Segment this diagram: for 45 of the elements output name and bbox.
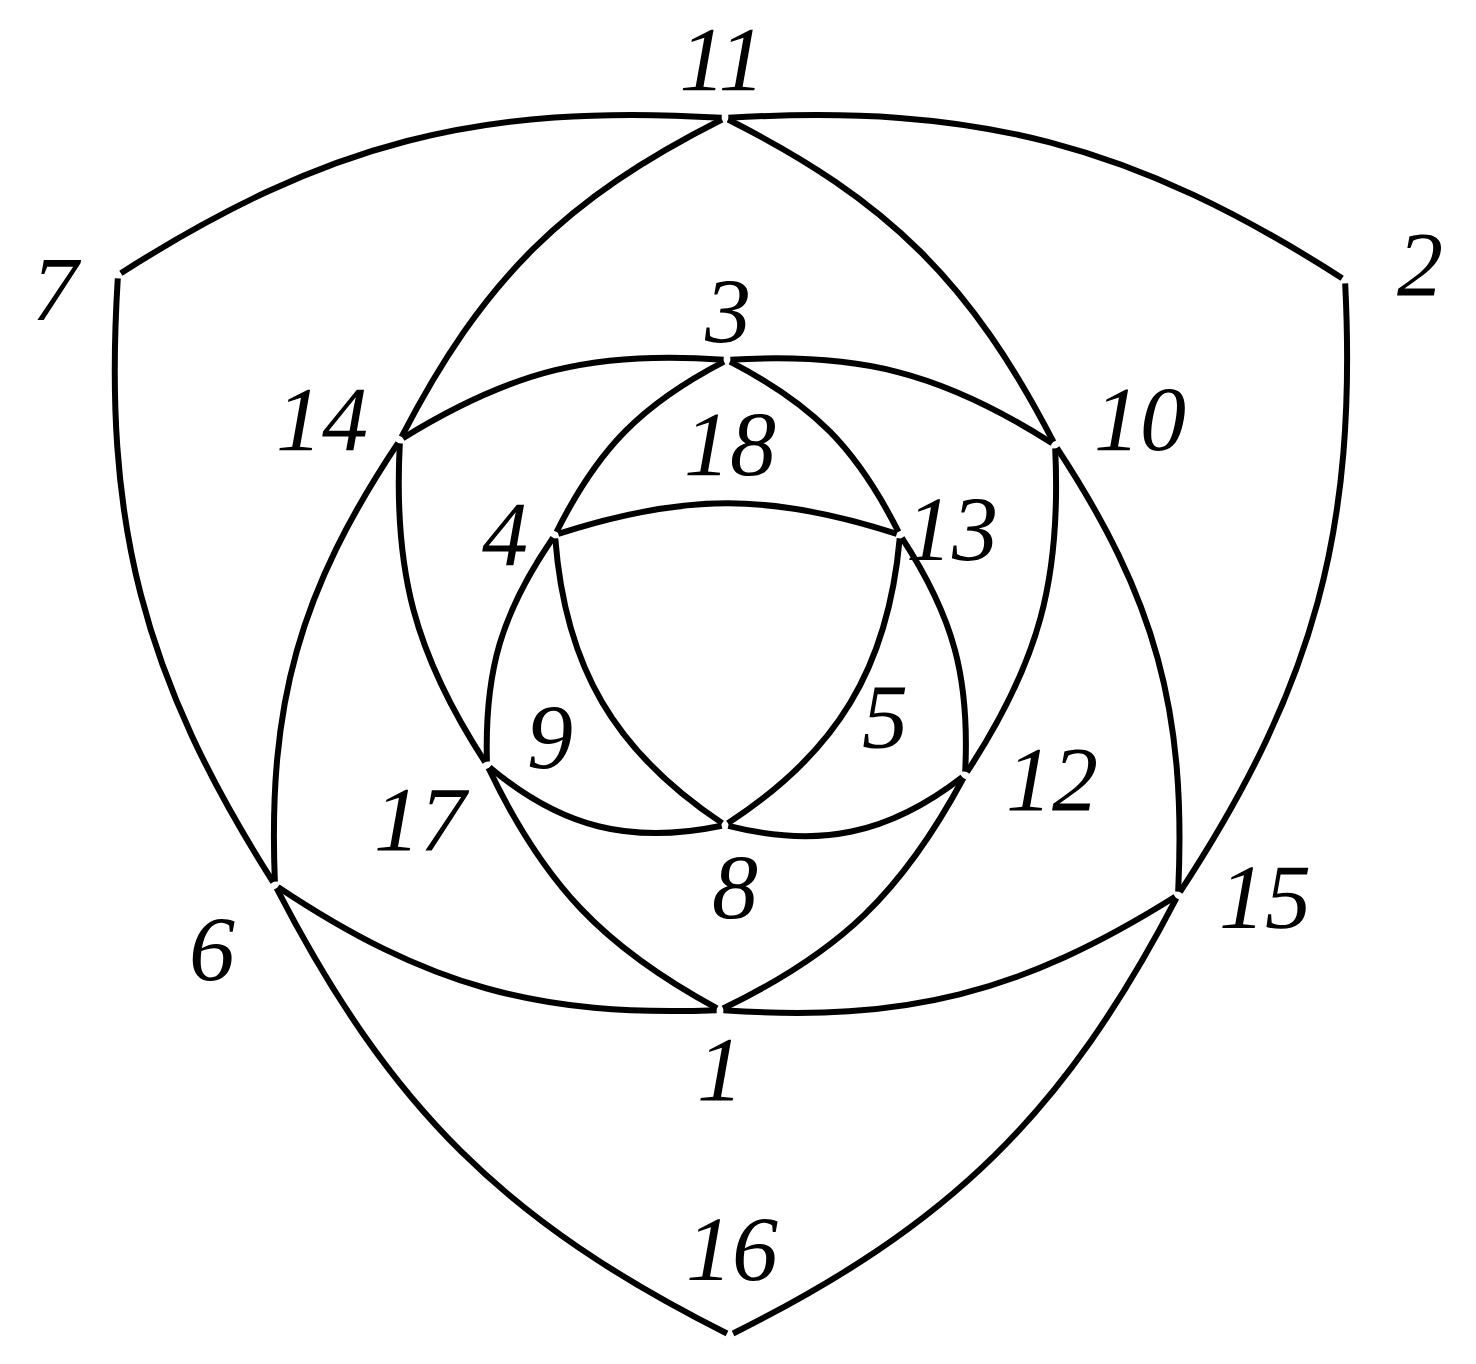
vertex-number: 1 [700,1039,734,1101]
vertex-number: 6 [192,919,235,981]
arc [1054,446,1183,892]
vertex-number: 2 [1397,234,1441,296]
vertex-number: 17 [377,789,470,851]
arc [485,766,719,1011]
arc [721,776,967,1012]
vertex-number: 10 [1097,388,1185,452]
arc [731,896,1180,1337]
arc [276,884,717,1015]
arc [553,358,726,534]
vertex-number: 3 [704,281,748,343]
arc [726,538,903,826]
region-number: 9 [529,707,572,769]
arc [552,538,724,826]
vertex-number: 11 [682,29,755,91]
arc [395,443,488,764]
vertex-number: 8 [713,856,757,920]
region-number: 5 [863,687,906,749]
arc [728,112,1344,281]
vertex-number: 12 [1009,749,1096,811]
region-number: 18 [687,413,775,477]
arc [273,886,729,1337]
vertex-number: 16 [689,1219,778,1281]
arc [728,358,902,534]
vertex-number: 4 [482,504,526,566]
arc [730,355,1054,446]
arc [111,278,276,884]
arc [899,536,969,772]
arc [119,112,722,276]
arc [487,764,723,837]
arc [557,500,898,537]
vertex-number: 7 [37,259,82,321]
arc [727,774,965,840]
vertex-number: 13 [909,499,995,561]
arc [398,116,724,439]
arc [723,894,1177,1016]
arc [964,448,1060,774]
vertex-number: 14 [279,389,366,451]
arc [483,536,556,762]
arc [401,354,724,441]
arc [270,441,401,882]
arc [726,116,1057,444]
arc [1177,283,1351,894]
vertex-number: 15 [1222,867,1309,929]
